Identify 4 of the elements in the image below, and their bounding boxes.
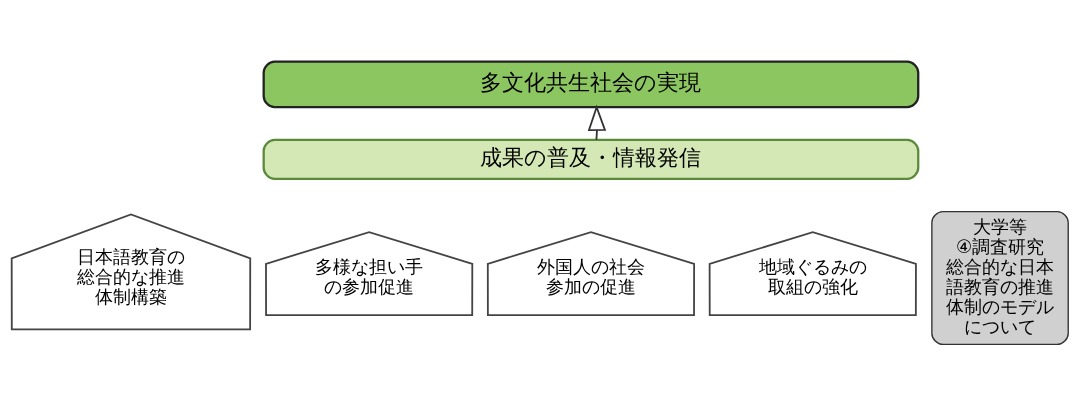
arrow [587,103,607,141]
node-box: 多文化共生社会の実現 [262,60,920,108]
node-box: 大学等 ④調査研究 総合的な日本語教育の推進体制のモデルについて [931,210,1069,345]
node-box: 成果の普及・情報発信 [262,138,920,180]
